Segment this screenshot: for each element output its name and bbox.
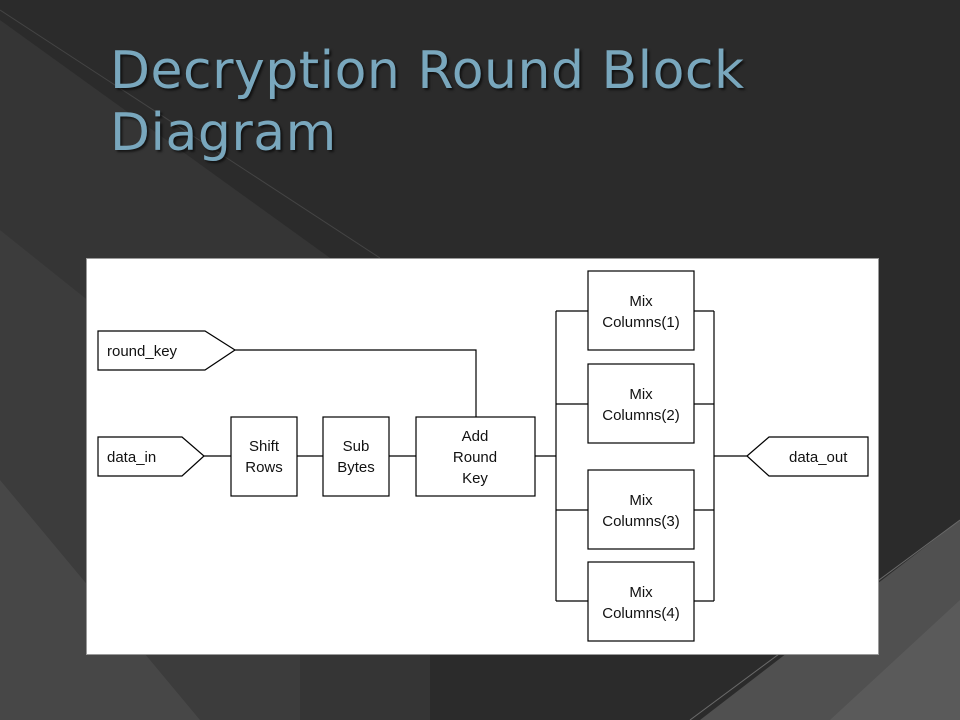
block-diagram: round_key data_in data_out Shift Rows Su… xyxy=(86,258,879,655)
mix-columns-1-label-2: Columns(1) xyxy=(602,314,680,331)
data-out-port xyxy=(746,436,869,477)
mix-columns-2-block xyxy=(587,363,695,444)
add-round-key-label-1: Add xyxy=(462,428,489,445)
mix-columns-3-label-1: Mix xyxy=(629,492,653,509)
mix-columns-4-label-1: Mix xyxy=(629,584,653,601)
slide-title: Decryption Round Block Diagram xyxy=(110,40,930,164)
sub-bytes-block xyxy=(322,416,390,497)
round-key-port xyxy=(97,330,237,371)
data-in-port xyxy=(97,436,205,477)
add-round-key-label-2: Round xyxy=(453,449,497,466)
add-round-key-block xyxy=(415,416,536,497)
sub-bytes-label-1: Sub xyxy=(343,438,370,455)
data-in-label: data_in xyxy=(107,449,156,466)
diagram-canvas: round_key data_in data_out Shift Rows Su… xyxy=(97,270,869,642)
shift-rows-label-2: Rows xyxy=(245,459,283,476)
mix-columns-3-block xyxy=(587,469,695,550)
data-out-label: data_out xyxy=(789,449,848,466)
mix-columns-3-label-2: Columns(3) xyxy=(602,513,680,530)
add-round-key-label-3: Key xyxy=(462,470,488,487)
title-line-1: Decryption Round Block xyxy=(110,41,745,101)
mix-columns-4-label-2: Columns(4) xyxy=(602,605,680,622)
mix-columns-4-block xyxy=(587,561,695,642)
round-key-label: round_key xyxy=(107,343,178,360)
mix-columns-1-block xyxy=(587,270,695,351)
sub-bytes-label-2: Bytes xyxy=(337,459,375,476)
shift-rows-block xyxy=(230,416,298,497)
mix-columns-2-label-1: Mix xyxy=(629,386,653,403)
shift-rows-label-1: Shift xyxy=(249,438,280,455)
round-key-wire xyxy=(235,349,477,417)
mix-columns-2-label-2: Columns(2) xyxy=(602,407,680,424)
mix-columns-1-label-1: Mix xyxy=(629,293,653,310)
title-line-2: Diagram xyxy=(110,103,337,163)
